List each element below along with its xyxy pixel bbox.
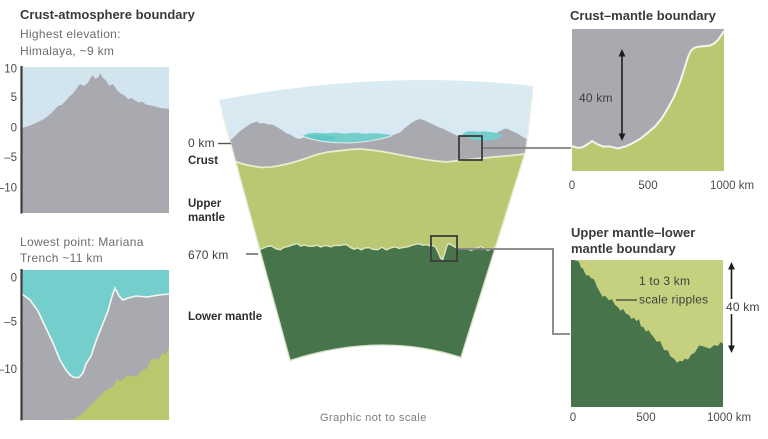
svg-text:10: 10 bbox=[4, 64, 17, 76]
svg-text:0: 0 bbox=[569, 180, 575, 192]
svg-text:–10: –10 bbox=[0, 183, 17, 195]
svg-text:Upper mantle–lower: Upper mantle–lower bbox=[571, 225, 695, 240]
svg-text:1 to 3 km: 1 to 3 km bbox=[639, 274, 690, 288]
svg-text:0: 0 bbox=[11, 273, 17, 285]
svg-text:Lower mantle: Lower mantle bbox=[188, 311, 262, 323]
svg-text:5: 5 bbox=[11, 92, 17, 104]
svg-text:Upper: Upper bbox=[188, 198, 222, 210]
svg-text:Crust-atmosphere boundary: Crust-atmosphere boundary bbox=[20, 7, 196, 22]
svg-text:40 km: 40 km bbox=[579, 91, 613, 105]
svg-text:Graphic not to scale: Graphic not to scale bbox=[320, 412, 427, 424]
svg-text:–10: –10 bbox=[0, 364, 17, 376]
svg-text:mantle boundary: mantle boundary bbox=[571, 241, 677, 256]
svg-text:670 km: 670 km bbox=[188, 248, 229, 262]
svg-text:500: 500 bbox=[636, 412, 655, 424]
svg-text:40 km: 40 km bbox=[726, 300, 760, 314]
svg-text:0 km: 0 km bbox=[188, 136, 215, 150]
svg-text:0: 0 bbox=[570, 412, 576, 424]
svg-text:0: 0 bbox=[11, 123, 17, 135]
svg-text:Highest elevation:: Highest elevation: bbox=[20, 27, 121, 41]
svg-text:Trench ~11 km: Trench ~11 km bbox=[20, 251, 103, 265]
svg-text:–5: –5 bbox=[4, 317, 17, 329]
svg-text:Lowest point: Mariana: Lowest point: Mariana bbox=[20, 235, 144, 249]
svg-text:1000 km: 1000 km bbox=[707, 412, 751, 424]
svg-text:mantle: mantle bbox=[188, 212, 225, 224]
svg-text:scale ripples: scale ripples bbox=[639, 293, 708, 307]
svg-text:500: 500 bbox=[638, 180, 657, 192]
svg-text:Crust: Crust bbox=[188, 155, 218, 167]
svg-text:1000 km: 1000 km bbox=[710, 180, 754, 192]
svg-text:Crust–mantle boundary: Crust–mantle boundary bbox=[570, 8, 717, 23]
svg-text:–5: –5 bbox=[4, 152, 17, 164]
svg-text:Himalaya, ~9 km: Himalaya, ~9 km bbox=[20, 44, 114, 58]
